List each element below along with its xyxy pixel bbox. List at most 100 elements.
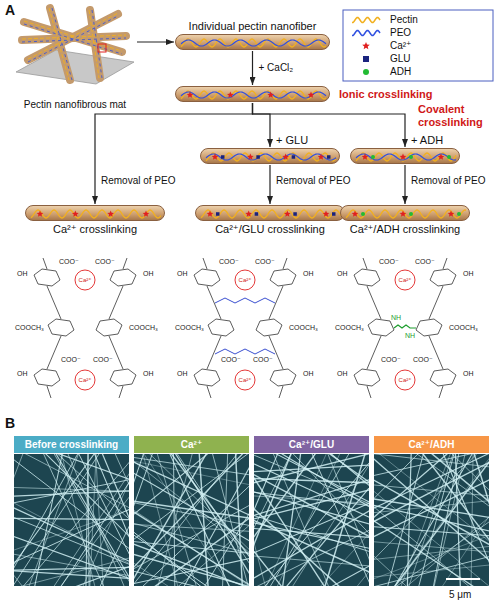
nanofiber — [14, 454, 129, 586]
pectin-structure — [354, 258, 456, 398]
nanofiber — [14, 563, 129, 572]
chem-label: COOCH₃ — [15, 324, 44, 332]
chain-stub — [207, 386, 211, 398]
nanofiber — [134, 454, 249, 586]
legend-text: PEO — [390, 27, 411, 39]
header-text: Ca²⁺/GLU — [289, 439, 334, 451]
chem-label: COOCH₃ — [335, 324, 364, 332]
calcium-star — [247, 154, 254, 160]
chem-label: Ca²⁺ — [239, 377, 252, 384]
connector-arrow — [252, 51, 253, 85]
sugar-ring — [270, 269, 296, 286]
node-label: + GLU — [276, 134, 308, 147]
chem-label: COO⁻ — [379, 258, 399, 266]
nanofiber — [254, 454, 369, 586]
pectin-chain — [346, 210, 466, 218]
fiber-contents — [176, 87, 331, 103]
chem-label: OH — [337, 370, 348, 378]
calcium-star — [267, 92, 274, 98]
nanofiber — [254, 454, 369, 586]
connector-arrow — [253, 103, 271, 147]
sugar-ring — [34, 269, 60, 286]
peo-chain — [356, 154, 456, 160]
fiber-contents — [201, 149, 341, 165]
chem-label: NH — [405, 332, 415, 340]
sugar-ring — [430, 269, 456, 286]
calcium-star — [107, 211, 114, 217]
sem-image — [374, 454, 489, 586]
fiber-node: Ca²⁺/ADH crosslinking — [340, 205, 470, 221]
header-bar: Ca²⁺/GLU — [254, 436, 369, 453]
chain-stub — [119, 386, 123, 398]
glu-mark — [216, 212, 220, 216]
edge-label: Removal of PEO — [275, 175, 351, 187]
legend-sample — [363, 69, 369, 75]
chem-label: COO⁻ — [221, 356, 241, 364]
glycosidic-bond — [269, 286, 283, 319]
nanofiber — [254, 481, 369, 568]
pectin-structure — [194, 258, 296, 398]
chem-label: NH — [391, 314, 401, 322]
chem-label: COO⁻ — [219, 258, 239, 266]
adh-mark — [447, 155, 451, 159]
sem-image — [134, 454, 249, 586]
glu-mark — [293, 212, 297, 216]
glu-mark — [332, 212, 336, 216]
chain-stub — [43, 258, 47, 269]
mat-fibers — [22, 8, 126, 80]
calcium-star — [284, 211, 291, 217]
pectin-chain — [206, 153, 336, 161]
nanofiber — [26, 454, 129, 586]
glycosidic-bond — [47, 286, 61, 319]
chem-label: OH — [17, 270, 28, 278]
adh-mark — [457, 212, 461, 216]
glycosidic-bond — [429, 286, 443, 319]
chemical-structures — [34, 258, 456, 398]
node-label: Ca²⁺/ADH crosslinking — [350, 223, 460, 236]
legend-sample — [362, 42, 370, 49]
calcium-star — [187, 92, 194, 98]
chem-label: COO⁻ — [413, 356, 433, 364]
chain-stub — [203, 258, 207, 269]
node-label: Ca²⁺/GLU crosslinking — [215, 223, 325, 236]
calcium-star — [72, 211, 79, 217]
chem-label: OH — [303, 270, 314, 278]
chem-label: COOCH₃ — [175, 324, 204, 332]
adh-mark — [371, 155, 375, 159]
sem-images — [0, 268, 503, 611]
fiber-contents — [26, 206, 166, 222]
nanofiber — [254, 454, 369, 586]
chain-stub — [279, 386, 283, 398]
legend-sample — [363, 56, 369, 62]
calcium-circle — [395, 270, 415, 290]
chem-label: OH — [17, 370, 28, 378]
chain-stub — [283, 258, 287, 269]
sem-image — [254, 454, 369, 586]
nanofiber — [14, 563, 129, 586]
chem-label: OH — [143, 270, 154, 278]
chem-label: COO⁻ — [59, 258, 79, 266]
nanofiber — [265, 454, 369, 586]
chem-label: Ca²⁺ — [79, 377, 92, 384]
legend-text: ADH — [390, 66, 411, 78]
nanofiber — [374, 454, 489, 586]
pectin-chain — [356, 153, 456, 161]
sugar-ring — [256, 319, 282, 336]
selection-square — [98, 44, 106, 52]
scale-label: 5 μm — [449, 589, 471, 601]
nanofiber — [374, 473, 489, 510]
scale-bar — [446, 578, 480, 580]
nanofiber — [374, 518, 489, 586]
legend-sample — [352, 31, 380, 36]
glycosidic-bond — [367, 336, 381, 369]
calcium-star — [400, 211, 407, 217]
nanofiber — [254, 454, 369, 586]
fiber-node: + GLU — [200, 148, 340, 164]
header-text: Ca²⁺ — [181, 439, 202, 451]
nanofiber — [254, 454, 369, 586]
chem-label: COO⁻ — [255, 258, 275, 266]
connector-arrow — [137, 41, 174, 42]
chain-stub — [47, 386, 51, 398]
nanofiber — [139, 454, 249, 586]
